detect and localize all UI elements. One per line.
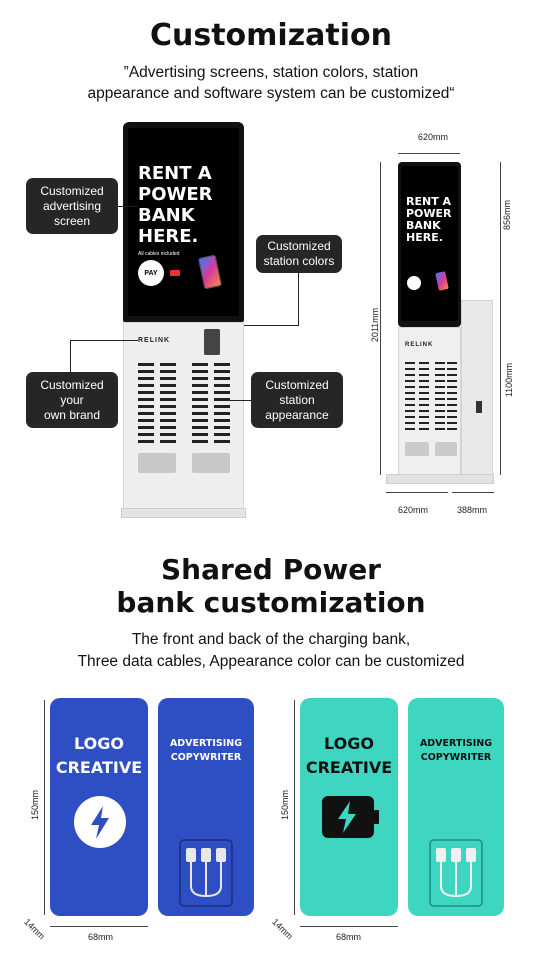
small-pay-badge xyxy=(407,276,421,290)
small-base xyxy=(386,474,494,484)
bank-ad-line1: ADVERTISING xyxy=(419,738,493,749)
callout-text: station xyxy=(279,392,315,407)
callout-text: station colors xyxy=(263,254,335,268)
section2-subtitle-line2: Three data cables, Appearance color can … xyxy=(77,653,465,670)
dim-bank-thickness: 14mm xyxy=(22,916,47,942)
brand-logo: RELINK xyxy=(138,337,171,344)
bank-logo-line2: CREATIVE xyxy=(305,758,393,777)
callout-connector xyxy=(244,325,299,326)
dim-line xyxy=(300,926,398,927)
cable-set-icon xyxy=(179,839,233,907)
callout-advertising-screen: Customized advertising screen xyxy=(26,178,118,234)
kiosk-base xyxy=(121,508,246,518)
callout-connector xyxy=(70,340,71,372)
kiosk-screen: RENT A POWER BANK HERE. All cables inclu… xyxy=(123,122,244,322)
dim-screen-height: 856mm xyxy=(502,199,513,231)
section2-title-line1: Shared Power xyxy=(160,553,381,586)
section2-subtitle-line1: The front and back of the charging bank, xyxy=(131,631,411,648)
callout-station-colors: Customized station colors xyxy=(256,235,342,273)
power-bank-front-teal: LOGO CREATIVE xyxy=(300,698,398,916)
small-headline-1: RENT A xyxy=(406,195,452,208)
callout-text: Customized xyxy=(267,239,331,253)
small-headline-4: HERE. xyxy=(406,231,443,244)
callout-text: Customized xyxy=(265,377,329,392)
card-reader xyxy=(204,329,220,355)
dim-line xyxy=(380,162,381,475)
dim-depth: 388mm xyxy=(457,505,488,515)
small-brand-logo: RELINK xyxy=(405,342,434,348)
bank-logo-line1: LOGO xyxy=(324,734,374,753)
dim-line xyxy=(50,926,148,927)
screen-headline-1: RENT A xyxy=(138,163,212,184)
small-side-panel xyxy=(461,300,493,475)
dim-line xyxy=(44,700,45,915)
kiosk-body: RELINK xyxy=(123,322,244,510)
dim-body-height: 1100mm xyxy=(504,362,515,398)
kiosk-front: RENT A POWER BANK HERE. All cables inclu… xyxy=(121,122,246,518)
callout-connector xyxy=(70,340,138,341)
pay-badge: PAY xyxy=(138,260,164,286)
power-bank-front-blue: LOGO CREATIVE xyxy=(50,698,148,916)
dim-bank-width: 68mm xyxy=(88,932,114,942)
battery-lightning-icon xyxy=(322,796,379,838)
callout-text: screen xyxy=(53,213,91,228)
bank-logo-line1: LOGO xyxy=(74,734,124,753)
bank-ad-line1: ADVERTISING xyxy=(169,738,243,749)
bank-logo-line2: CREATIVE xyxy=(55,758,143,777)
battery-slots-grid xyxy=(138,363,230,473)
screen-headline-3: BANK xyxy=(138,205,195,226)
dim-bank-thickness: 14mm xyxy=(270,916,295,942)
lightning-circle-icon xyxy=(74,796,126,848)
bank-ad-line2: COPYWRITER xyxy=(170,752,242,763)
dim-line xyxy=(500,300,501,475)
callout-text: own brand xyxy=(43,407,101,422)
dim-bank-width: 68mm xyxy=(336,932,362,942)
small-screen: RENT A POWER BANK HERE. xyxy=(398,162,461,327)
callout-connector xyxy=(118,206,138,207)
section1-title: Customization xyxy=(149,18,393,53)
pay-label: PAY xyxy=(144,269,158,277)
card-icon xyxy=(170,270,180,276)
section2-title-line2: bank customization xyxy=(116,586,426,619)
dim-base-width: 620mm xyxy=(398,505,429,515)
phone-icon xyxy=(197,254,223,290)
screen-headline-2: POWER xyxy=(138,184,213,205)
small-headline-2: POWER xyxy=(406,207,452,220)
dim-line xyxy=(294,700,295,915)
callout-connector xyxy=(228,400,251,401)
callout-text: Customized xyxy=(40,377,104,392)
cable-set-icon xyxy=(429,839,483,907)
dim-line xyxy=(386,492,448,493)
dim-top-width: 620mm xyxy=(418,132,449,142)
bank-ad-line2: COPYWRITER xyxy=(420,752,492,763)
callout-text: your xyxy=(60,392,84,407)
dim-bank-height: 150mm xyxy=(280,789,291,821)
callout-station-appearance: Customized station appearance xyxy=(251,372,343,428)
dim-line xyxy=(398,153,460,154)
kiosk-dimension-view: 620mm RENT A POWER BANK HERE. RELINK xyxy=(370,120,514,520)
power-bank-back-teal: ADVERTISING COPYWRITER xyxy=(408,698,504,916)
screen-cables-note: All cables included xyxy=(138,251,180,257)
dim-line xyxy=(452,492,494,493)
small-phone-icon xyxy=(435,271,449,291)
small-body: RELINK xyxy=(398,327,461,475)
callout-own-brand: Customized your own brand xyxy=(26,372,118,428)
power-bank-back-blue: ADVERTISING COPYWRITER xyxy=(158,698,254,916)
small-headline-3: BANK xyxy=(406,219,441,232)
callout-text: advertising xyxy=(42,198,102,213)
screen-headline-4: HERE. xyxy=(138,226,199,247)
section1-subtitle-line2: appearance and software system can be cu… xyxy=(87,85,455,102)
callout-connector xyxy=(298,273,299,325)
callout-text: appearance xyxy=(265,407,329,422)
section1-subtitle-line1: ”Advertising screens, station colors, st… xyxy=(123,64,419,81)
dim-total-height: 2011mm xyxy=(370,307,381,343)
small-slots xyxy=(405,362,457,456)
dim-bank-height: 150mm xyxy=(30,789,41,821)
callout-text: Customized xyxy=(40,183,104,198)
dim-line xyxy=(500,162,501,300)
